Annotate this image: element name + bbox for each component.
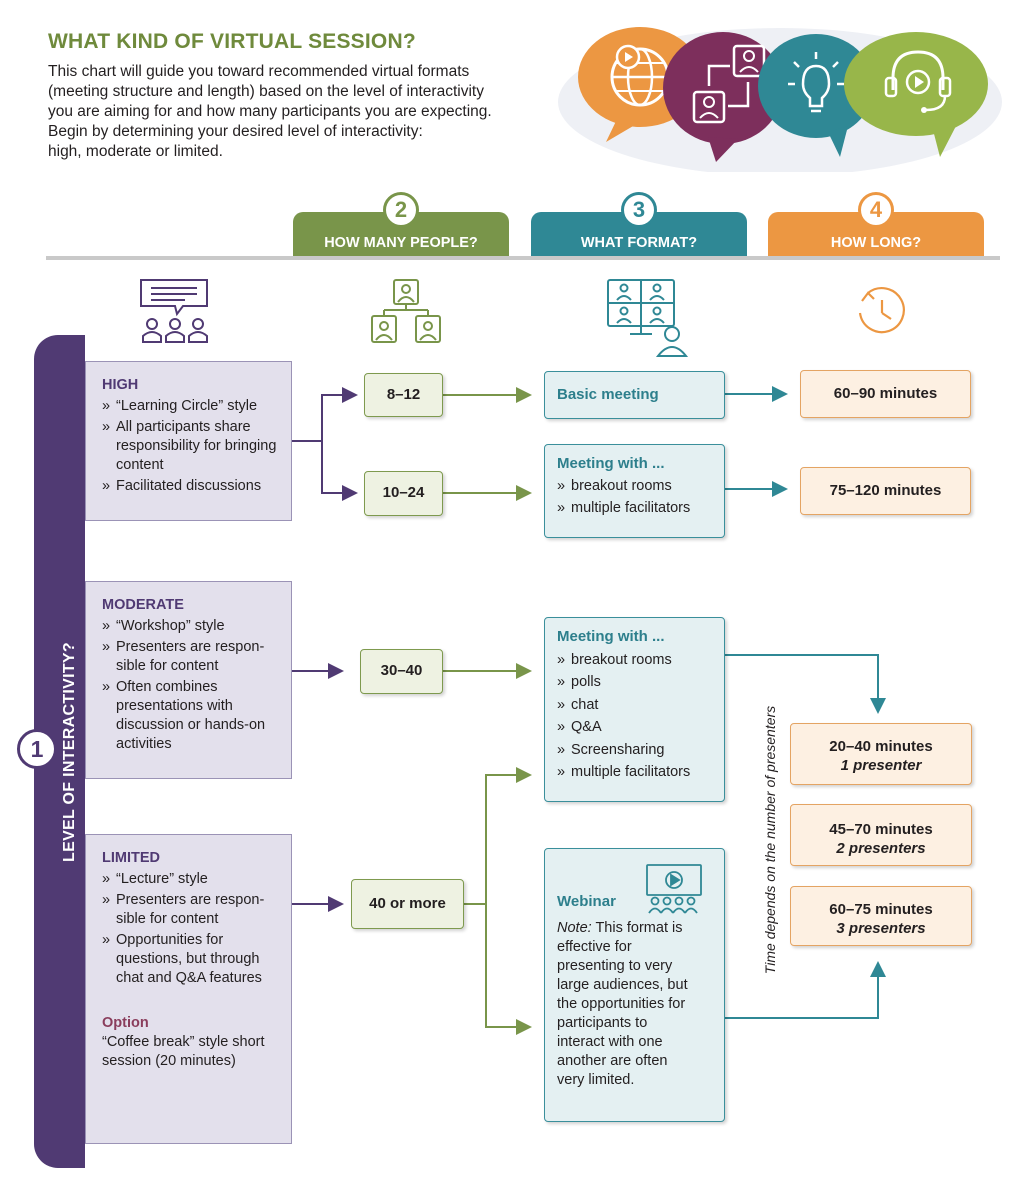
panel-heading: LIMITED — [102, 850, 160, 866]
format-bullet: chat — [557, 694, 714, 717]
people-10-24: 10–24 — [364, 471, 443, 516]
step-number-3: 3 — [621, 192, 657, 228]
format-bullet: Screensharing — [557, 739, 714, 762]
arrow-high-to-8-12 — [292, 387, 358, 442]
tab-label: WHAT FORMAT? — [580, 235, 698, 251]
format-heading: Webinar — [557, 893, 616, 910]
header-illustration — [558, 27, 1002, 172]
people-8-12: 8–12 — [364, 373, 443, 417]
arrow-meeting-to-time — [725, 654, 886, 714]
note-text: This format is effective for presenting … — [557, 920, 688, 1088]
format-heading: Meeting with ... — [557, 628, 665, 645]
video-grid-presenter-icon — [607, 279, 689, 357]
intro-line: high, moderate or limited. — [48, 143, 223, 160]
org-people-icon — [371, 279, 441, 343]
time-75-120: 75–120 minutes — [800, 467, 971, 515]
discussion-group-icon — [140, 279, 208, 343]
step-number-2: 2 — [383, 192, 419, 228]
arrow-40-plus-to-webinar — [485, 904, 532, 1035]
presentation-audience-icon — [646, 864, 702, 914]
intro-line: (meeting structure and length) based on … — [48, 83, 484, 100]
format-bullet: breakout rooms — [557, 475, 714, 497]
format-meeting-breakout: Meeting with ... breakout rooms multiple… — [544, 444, 725, 538]
option-text: “Coffee break” style short session (20 m… — [102, 1034, 265, 1069]
format-webinar: Webinar Note: This format is effective f… — [544, 848, 725, 1122]
format-heading: Meeting with ... — [557, 455, 665, 472]
format-meeting-full: Meeting with ... breakout rooms polls ch… — [544, 617, 725, 802]
panel-bullet: “Lecture” style — [102, 870, 281, 889]
headset-play-icon — [844, 32, 988, 157]
time-45-70: 45–70 minutes 2 presenters — [790, 804, 972, 866]
intro-line: you are aiming for and how many particip… — [48, 103, 492, 120]
people-30-40: 30–40 — [360, 649, 443, 694]
tab-how-long: 4 HOW LONG? — [768, 192, 984, 257]
panel-moderate: MODERATE “Workshop” style Presenters are… — [85, 581, 292, 779]
header-rule — [46, 256, 1000, 260]
time-60-90: 60–90 minutes — [800, 370, 971, 418]
tab-what-format: 3 WHAT FORMAT? — [531, 192, 747, 257]
time-presenters: 3 presenters — [836, 920, 926, 937]
format-basic-meeting: Basic meeting — [544, 371, 725, 419]
webinar-note: Note: This format is effective for prese… — [557, 919, 697, 1090]
step-number-1: 1 — [17, 729, 57, 769]
panel-bullet: “Learning Circle” style — [102, 397, 281, 416]
panel-limited: LIMITED “Lecture” style Presenters are r… — [85, 834, 292, 1144]
intro-text: This chart will guide you toward recomme… — [48, 62, 548, 162]
tab-label: HOW LONG? — [830, 235, 922, 251]
page-title: WHAT KIND OF VIRTUAL SESSION? — [48, 30, 416, 53]
tab-label: HOW MANY PEOPLE? — [324, 235, 478, 251]
people-exchange-icon — [663, 32, 783, 162]
panel-bullet: Facilitated discussions — [102, 477, 281, 496]
level-label: LEVEL OF INTERACTIVITY? — [61, 642, 78, 862]
panel-bullet: Presenters are respon-sible for content — [102, 638, 281, 676]
arrow-high-to-10-24 — [321, 441, 358, 501]
time-main: 20–40 minutes — [829, 738, 933, 755]
people-40-or-more: 40 or more — [351, 879, 464, 929]
panel-bullet: Presenters are respon-sible for content — [102, 891, 281, 929]
option-heading: Option — [102, 1015, 149, 1031]
time-presenters: 1 presenter — [840, 757, 922, 774]
time-presenters: 2 presenters — [836, 840, 926, 857]
lightbulb-icon — [758, 34, 874, 157]
panel-bullet: All participants share responsibility fo… — [102, 418, 281, 475]
panel-bullet: Opportunities for questions, but through… — [102, 931, 281, 988]
tab-how-many-people: 2 HOW MANY PEOPLE? — [293, 192, 509, 257]
format-bullet: Q&A — [557, 716, 714, 739]
intro-line: This chart will guide you toward recomme… — [48, 63, 470, 80]
time-main: 45–70 minutes — [829, 821, 933, 838]
format-bullet: multiple facilitators — [557, 761, 714, 784]
note-label: Note: — [557, 920, 592, 936]
panel-heading: HIGH — [102, 377, 139, 393]
arrow-40-plus-to-meeting — [464, 767, 532, 905]
time-20-40: 20–40 minutes 1 presenter — [790, 723, 972, 785]
format-bullet: polls — [557, 671, 714, 694]
time-60-75: 60–75 minutes 3 presenters — [790, 886, 972, 946]
arrow-webinar-to-time — [725, 961, 886, 1019]
format-heading: Basic meeting — [557, 386, 659, 403]
format-bullet: multiple facilitators — [557, 497, 714, 519]
panel-high: HIGH “Learning Circle” style All partici… — [85, 361, 292, 521]
format-bullet: breakout rooms — [557, 649, 714, 672]
intro-line: Begin by determining your desired level … — [48, 123, 423, 140]
step-number-4: 4 — [858, 192, 894, 228]
panel-bullet: “Workshop” style — [102, 617, 281, 636]
panel-heading: MODERATE — [102, 597, 184, 613]
time-depends-note: Time depends on the number of presenters — [762, 705, 778, 975]
time-main: 60–75 minutes — [829, 901, 933, 918]
panel-bullet: Often combines presentations with discus… — [102, 678, 281, 754]
clock-icon — [858, 287, 905, 334]
